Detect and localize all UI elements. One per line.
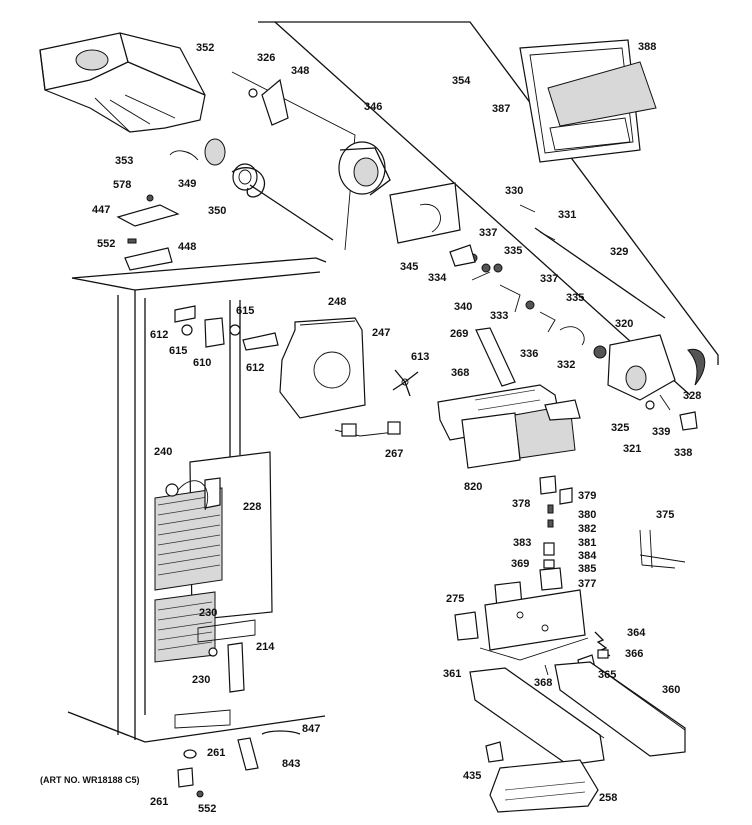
valve-stack-part <box>539 475 573 591</box>
callout-379: 379 <box>578 490 597 502</box>
control-housing-part <box>279 317 366 419</box>
rail-part <box>469 661 686 766</box>
callout-369: 369 <box>511 558 530 570</box>
callout-378: 378 <box>512 498 531 510</box>
callout-334: 334 <box>428 272 447 284</box>
callout-435: 435 <box>463 770 482 782</box>
callout-385: 385 <box>578 563 597 575</box>
callout-321: 321 <box>623 443 642 455</box>
callout-338: 338 <box>674 447 693 459</box>
auger-assembly <box>169 138 334 241</box>
callout-368: 368 <box>534 677 553 689</box>
callout-353: 353 <box>115 155 134 167</box>
callout-335: 335 <box>566 292 585 304</box>
callout-352: 352 <box>196 42 215 54</box>
callout-349: 349 <box>178 178 197 190</box>
callout-269: 269 <box>450 328 469 340</box>
callout-380: 380 <box>578 509 597 521</box>
callout-275: 275 <box>446 593 465 605</box>
callout-552: 552 <box>97 238 116 250</box>
callout-388: 388 <box>638 41 657 53</box>
callout-337: 337 <box>540 273 559 285</box>
callout-240: 240 <box>154 446 173 458</box>
callout-364: 364 <box>627 627 646 639</box>
art-number-label: (ART NO. WR18188 C5) <box>40 775 140 785</box>
callout-340: 340 <box>454 301 473 313</box>
callout-820: 820 <box>464 481 483 493</box>
callout-354: 354 <box>452 75 471 87</box>
callout-346: 346 <box>364 101 383 113</box>
callout-448: 448 <box>178 241 197 253</box>
callout-348: 348 <box>291 65 310 77</box>
callout-325: 325 <box>611 422 630 434</box>
callout-613: 613 <box>411 351 430 363</box>
callout-578: 578 <box>113 179 132 191</box>
callout-330: 330 <box>505 185 524 197</box>
callout-615: 615 <box>236 305 255 317</box>
callout-368: 368 <box>451 367 470 379</box>
callout-384: 384 <box>578 550 597 562</box>
callout-612: 612 <box>246 362 265 374</box>
callout-381: 381 <box>578 537 597 549</box>
callout-267: 267 <box>385 448 404 460</box>
callout-326: 326 <box>257 52 276 64</box>
callout-261: 261 <box>207 747 226 759</box>
callout-387: 387 <box>492 103 511 115</box>
callout-552: 552 <box>198 803 217 815</box>
callout-447: 447 <box>92 204 111 216</box>
callout-383: 383 <box>513 537 532 549</box>
callout-361: 361 <box>443 668 462 680</box>
callout-847: 847 <box>302 723 321 735</box>
callout-214: 214 <box>256 641 275 653</box>
fan-part <box>392 369 419 397</box>
callout-610: 610 <box>193 357 212 369</box>
callout-328: 328 <box>683 390 702 402</box>
callout-350: 350 <box>208 205 227 217</box>
callout-366: 366 <box>625 648 644 660</box>
icemaker-part <box>437 384 581 469</box>
callout-360: 360 <box>662 684 681 696</box>
callout-230: 230 <box>199 607 218 619</box>
callout-335: 335 <box>504 245 523 257</box>
callout-331: 331 <box>558 209 577 221</box>
callout-248: 248 <box>328 296 347 308</box>
evaporator-part <box>154 451 273 693</box>
callout-228: 228 <box>243 501 262 513</box>
dispenser-motor-part <box>593 334 676 401</box>
callout-339: 339 <box>652 426 671 438</box>
callout-332: 332 <box>557 359 576 371</box>
callout-612: 612 <box>150 329 169 341</box>
callout-337: 337 <box>479 227 498 239</box>
callout-377: 377 <box>578 578 597 590</box>
callout-261: 261 <box>150 796 169 808</box>
callout-329: 329 <box>610 246 629 258</box>
callout-345: 345 <box>400 261 419 273</box>
dispenser-bracket-part <box>454 581 589 661</box>
callout-320: 320 <box>615 318 634 330</box>
callout-336: 336 <box>520 348 539 360</box>
motor-part <box>338 141 391 196</box>
dispenser-door-part <box>519 39 657 163</box>
callout-843: 843 <box>282 758 301 770</box>
callout-258: 258 <box>599 792 618 804</box>
ice-bucket-part <box>39 32 206 133</box>
callout-365: 365 <box>598 669 617 681</box>
callout-230: 230 <box>192 674 211 686</box>
callout-615: 615 <box>169 345 188 357</box>
callout-247: 247 <box>372 327 391 339</box>
cabinet-wall <box>67 257 327 743</box>
callout-333: 333 <box>490 310 509 322</box>
callout-382: 382 <box>578 523 597 535</box>
callout-375: 375 <box>656 509 675 521</box>
